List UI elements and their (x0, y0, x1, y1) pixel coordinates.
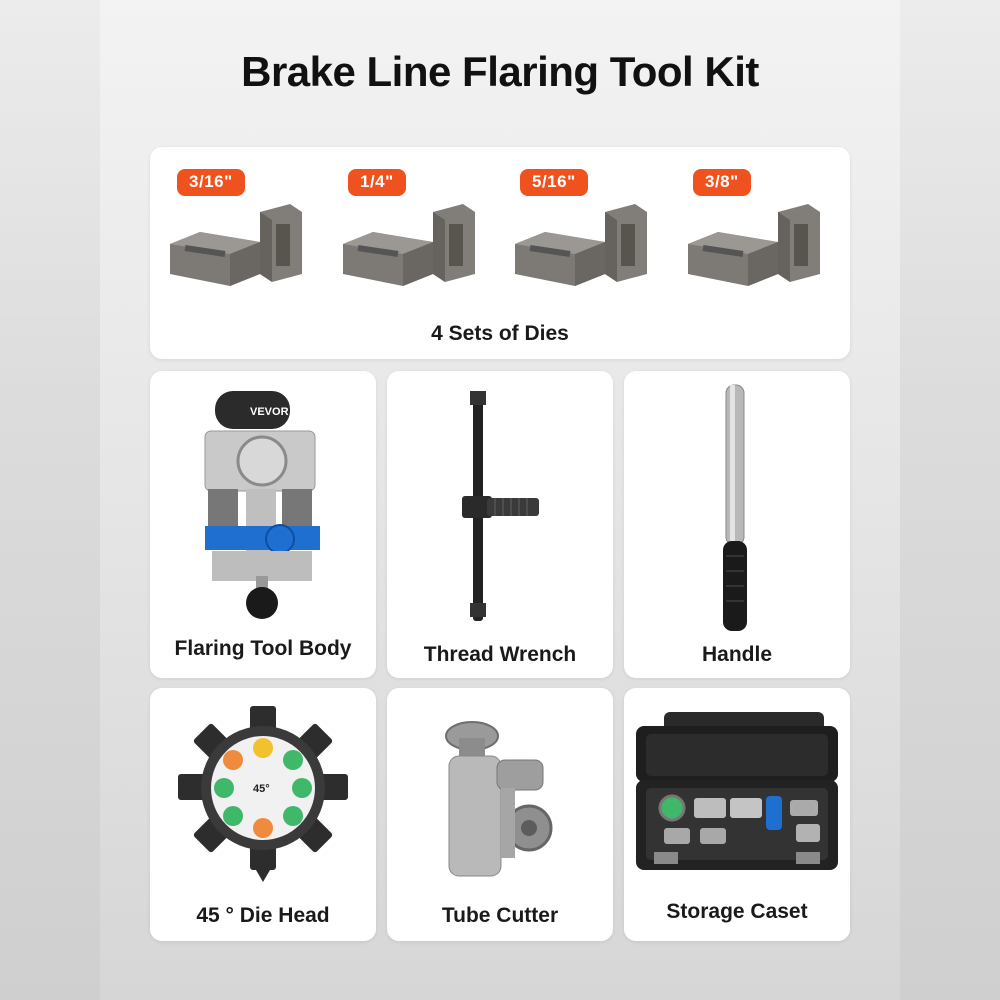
page-title: Brake Line Flaring Tool Kit (241, 48, 759, 95)
die-pair-image (688, 204, 820, 286)
die-size-badge: 3/8" (693, 169, 751, 196)
thread-wrench-card: Thread Wrench (387, 371, 613, 678)
tool-label: Flaring Tool Body (174, 637, 352, 660)
tool-label: Thread Wrench (423, 643, 577, 666)
die-head-center-text: 45° (253, 783, 270, 795)
tool-label: 45 ° Die Head (196, 904, 330, 927)
die-head-image: 45° (178, 706, 348, 882)
die-size-badge: 5/16" (520, 169, 588, 196)
die-pair-image (515, 204, 647, 286)
flaring-tool-body-image: VEVOR (204, 391, 320, 619)
thread-wrench-image (462, 391, 539, 621)
handle-image (723, 384, 747, 631)
die-head-card: 45° 45 ° Die Head (150, 688, 376, 941)
handle-card: Handle (624, 371, 850, 678)
flaring-tool-body-card: VEVOR Flaring Tool Body (150, 371, 376, 678)
brand-mark: VEVOR (250, 406, 289, 418)
dies-caption: 4 Sets of Dies (431, 322, 569, 345)
die-set-3-8: 3/8" (683, 169, 833, 289)
storage-case-card: Storage Caset (624, 688, 850, 941)
die-set-1-4: 1/4" (338, 169, 488, 289)
storage-case-image (636, 712, 838, 870)
die-set-5-16: 5/16" (510, 169, 660, 289)
die-pair-image (343, 204, 475, 286)
tool-label: Handle (701, 643, 772, 666)
tube-cutter-image (445, 721, 553, 877)
die-pair-image (170, 204, 302, 286)
tool-label: Tube Cutter (441, 904, 559, 927)
die-set-3-16: 3/16" (165, 169, 315, 289)
die-size-badge: 1/4" (348, 169, 406, 196)
tool-label: Storage Caset (666, 900, 808, 923)
die-size-badge: 3/16" (177, 169, 245, 196)
dies-card: 3/16" 1/4" (150, 147, 850, 359)
tube-cutter-card: Tube Cutter (387, 688, 613, 941)
